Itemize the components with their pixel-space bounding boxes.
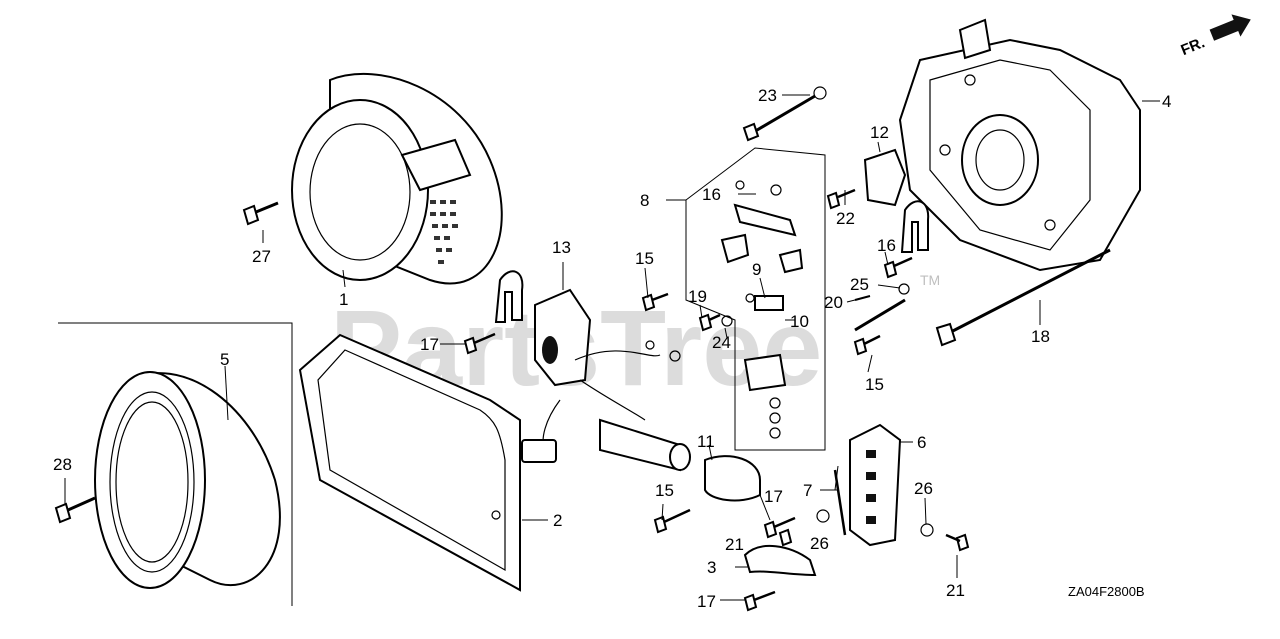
long-bolts: [742, 86, 1111, 347]
callout-7: 7: [803, 481, 812, 500]
callout-20: 20: [824, 293, 843, 312]
callout-17b: 17: [764, 487, 783, 506]
callout-17a: 17: [420, 335, 439, 354]
callout-17c: 17: [697, 592, 716, 611]
callout-10: 10: [790, 312, 809, 331]
callout-16a: 16: [702, 185, 721, 204]
clip-bracket-right: [900, 200, 930, 253]
callout-9: 9: [752, 260, 761, 279]
callout-5: 5: [220, 350, 229, 369]
trademark: TM: [920, 272, 940, 288]
callout-22: 22: [836, 209, 855, 228]
callout-26b: 26: [914, 479, 933, 498]
callout-21b: 21: [946, 581, 965, 600]
callout-12: 12: [870, 123, 889, 142]
callout-15a: 15: [635, 249, 654, 268]
callout-26a: 26: [810, 534, 829, 553]
callout-3: 3: [707, 558, 716, 577]
ring-cover-part: [94, 371, 281, 589]
callout-15b: 15: [655, 481, 674, 500]
clip-bracket-part: [494, 270, 524, 323]
callout-2: 2: [553, 511, 562, 530]
capacitor-part: [599, 418, 761, 502]
callout-11: 11: [697, 432, 715, 451]
small-bracket-part: [863, 148, 907, 207]
direction-label: FR.: [1178, 34, 1207, 59]
callout-19: 19: [688, 287, 707, 306]
diagram-code: ZA04F2800B: [1068, 584, 1145, 599]
strap-clamp-part: [743, 544, 817, 577]
housing-part: [898, 18, 1141, 272]
callout-18: 18: [1031, 327, 1050, 346]
terminal-block-part: [849, 423, 902, 547]
callout-1: 1: [339, 290, 348, 309]
leader-lines: [64, 94, 1160, 601]
direction-arrow: FR.: [1178, 14, 1251, 59]
callout-28: 28: [53, 455, 72, 474]
group-bracket-8: [685, 147, 826, 451]
callout-21a: 21: [725, 535, 744, 554]
screws: [54, 180, 970, 612]
regulator-part: [521, 288, 681, 463]
callout-16b: 16: [877, 236, 896, 255]
frame-line: [58, 322, 293, 606]
fan-cover-part: [291, 72, 503, 285]
gasket-plate-part: [298, 333, 521, 592]
callout-13: 13: [552, 238, 571, 257]
callout-24: 24: [712, 333, 731, 352]
callout-15c: 15: [865, 375, 884, 394]
callout-8: 8: [640, 191, 649, 210]
bracket-group-part: [720, 184, 804, 439]
callout-23: 23: [758, 86, 777, 105]
callout-4: 4: [1162, 92, 1171, 111]
callout-labels: 1 2 3 4 5 6 7 8 9 10 11 12 13 15 15 15 1…: [53, 86, 1171, 611]
callout-25: 25: [850, 275, 869, 294]
callout-6: 6: [917, 433, 926, 452]
callout-27: 27: [252, 247, 271, 266]
